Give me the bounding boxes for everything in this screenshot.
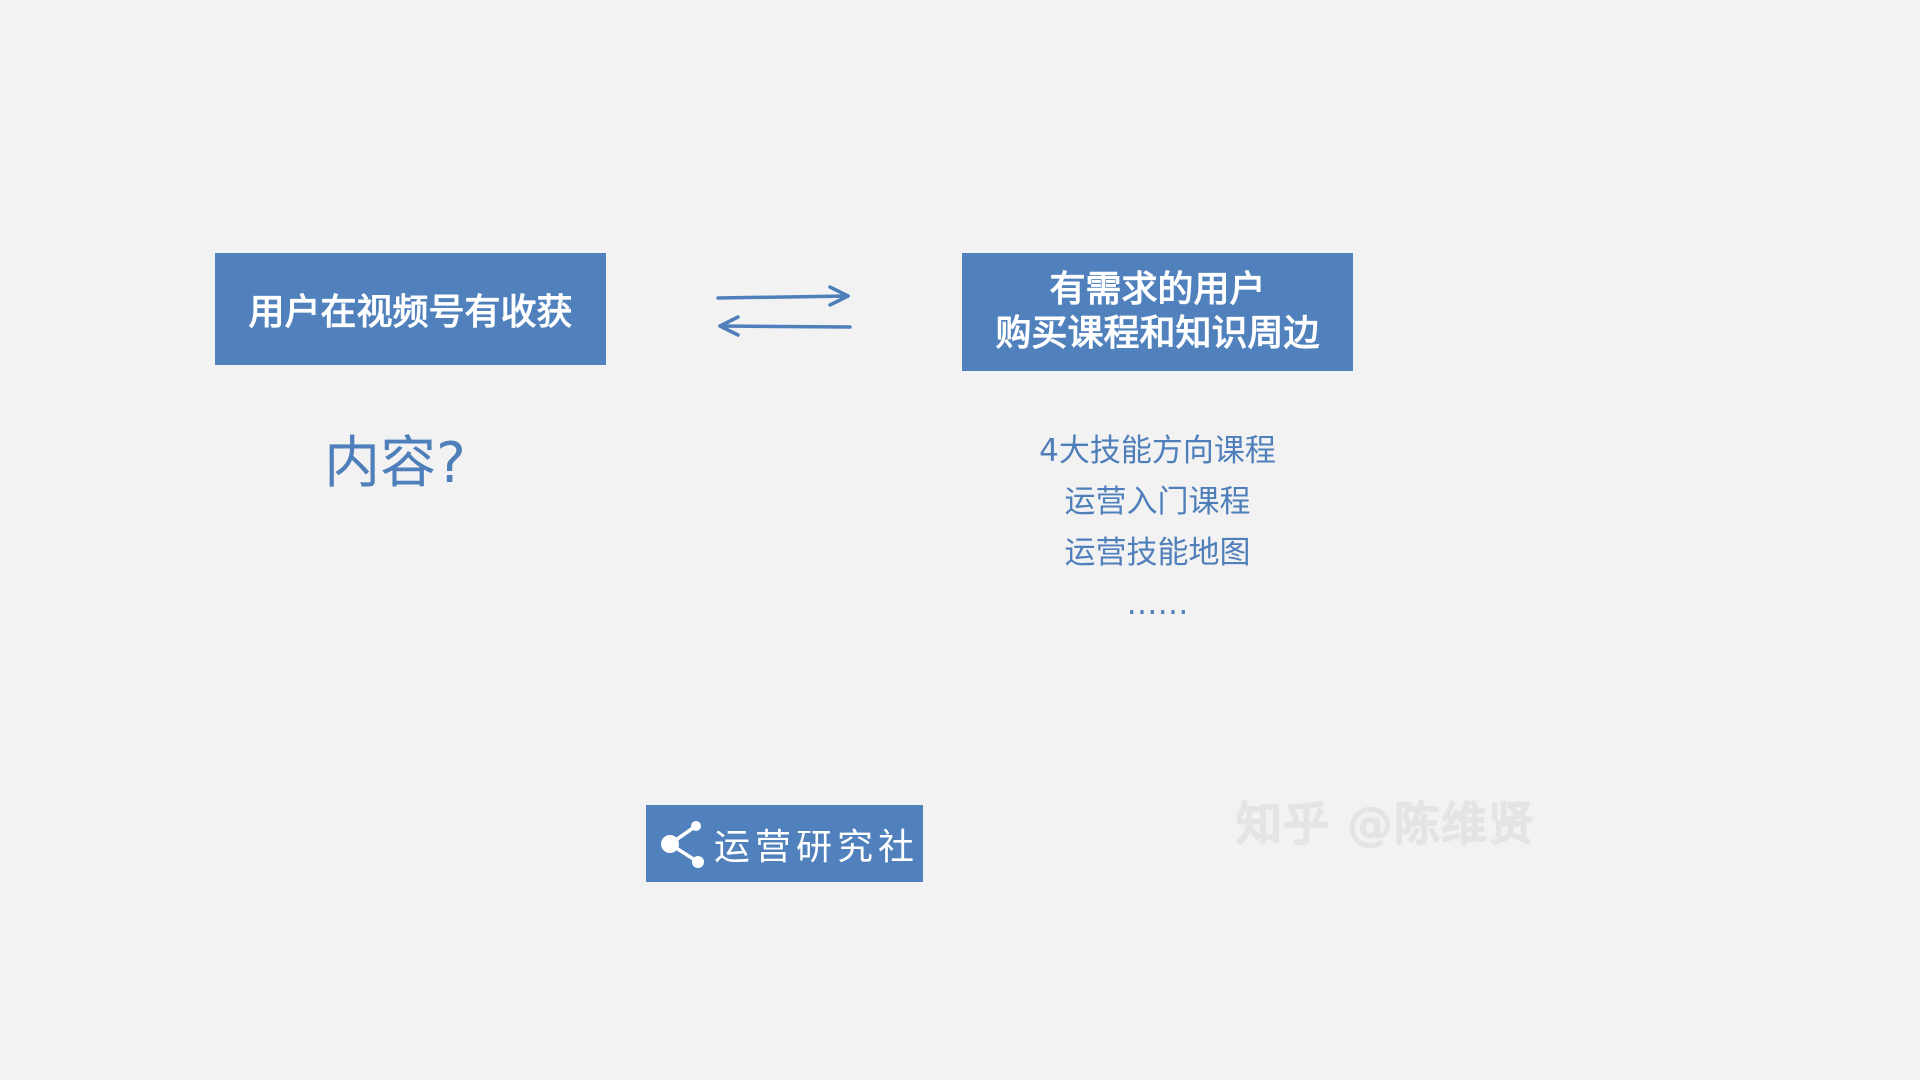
zhihu-watermark: 知乎 @陈维贤: [1236, 797, 1536, 851]
right-node-line1: 有需求的用户: [1049, 269, 1266, 310]
right-node-line2: 购买课程和知识周边: [995, 313, 1320, 354]
left-node-box: 用户在视频号有收获: [215, 253, 606, 365]
list-item: 4大技能方向课程: [1039, 433, 1276, 469]
list-item: 运营技能地图: [1064, 535, 1251, 571]
bidirectional-arrows-icon: [716, 285, 852, 337]
brand-name: 运营研究社: [714, 826, 920, 868]
brand-badge: 运营研究社: [646, 805, 923, 882]
share-icon: [661, 820, 704, 868]
content-question: 内容?: [324, 431, 466, 496]
left-node-label: 用户在视频号有收获: [248, 292, 573, 333]
product-list: 4大技能方向课程 运营入门课程 运营技能地图 ……: [990, 426, 1325, 630]
list-item: 运营入门课程: [1064, 484, 1251, 520]
right-node-box: 有需求的用户 购买课程和知识周边: [962, 253, 1353, 371]
list-item-ellipsis: ……: [1126, 586, 1189, 622]
